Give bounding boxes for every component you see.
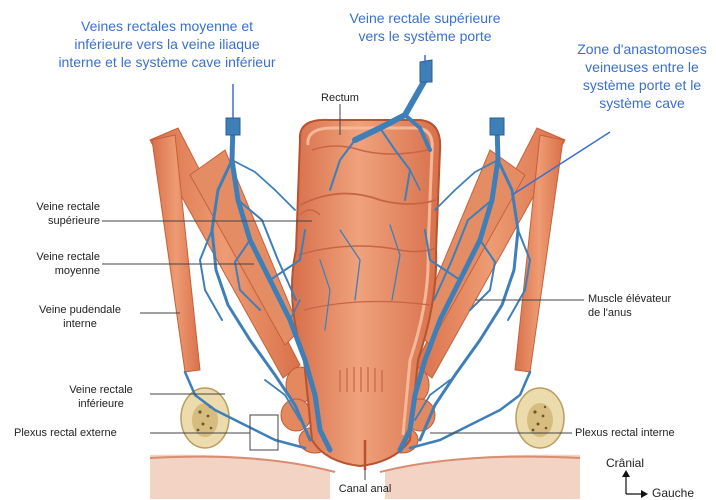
label-line: supérieure (20, 214, 100, 228)
right-blue-annotation: Zone d'anastomoses veineuses entre le sy… (568, 40, 716, 112)
label-muscle-elevateur-anus: Muscle élévateur de l'anus (588, 292, 671, 320)
label-line: inférieure (55, 397, 147, 411)
right-blue-annotation-line-1: Zone d'anastomoses (568, 40, 716, 58)
perineum-skin (150, 455, 330, 499)
label-rectum: Rectum (305, 91, 375, 105)
perineum-skin-right (385, 455, 580, 499)
label-plexus-rectal-externe: Plexus rectal externe (14, 426, 117, 440)
orientation-compass (622, 470, 648, 498)
label-line: de l'anus (588, 306, 671, 320)
center-blue-annotation-line-2: vers le système porte (330, 27, 520, 45)
label-line: Muscle élévateur (588, 292, 671, 306)
label-line: Veine pudendale (25, 303, 135, 317)
label-line: interne (25, 317, 135, 331)
label-canal-anal: Canal anal (325, 482, 405, 496)
label-line: Veine rectale (55, 383, 147, 397)
label-line: Veine rectale (20, 250, 100, 264)
label-line: moyenne (20, 264, 100, 278)
label-plexus-rectal-interne: Plexus rectal interne (575, 426, 675, 440)
label-veine-rectale-inferieure: Veine rectale inférieure (55, 383, 147, 411)
left-blue-annotation-line-1: Veines rectales moyenne et (32, 17, 302, 35)
center-blue-annotation-line-1: Veine rectale supérieure (330, 9, 520, 27)
left-blue-annotation-line-2: inférieure vers la veine iliaque (32, 35, 302, 53)
label-veine-pudendale-interne: Veine pudendale interne (25, 303, 135, 331)
orientation-gauche-label: Gauche (652, 486, 694, 500)
label-veine-rectale-superieure: Veine rectale supérieure (20, 200, 100, 228)
right-blue-annotation-line-3: système porte et le (568, 76, 716, 94)
orientation-cranial-label: Crânial (606, 456, 644, 470)
label-veine-rectale-moyenne: Veine rectale moyenne (20, 250, 100, 278)
label-line: Veine rectale (20, 200, 100, 214)
left-blue-annotation: Veines rectales moyenne et inférieure ve… (32, 17, 302, 71)
right-blue-annotation-line-4: système cave (568, 94, 716, 112)
center-blue-annotation: Veine rectale supérieure vers le système… (330, 9, 520, 45)
right-blue-annotation-line-2: veineuses entre le (568, 58, 716, 76)
left-blue-annotation-line-3: interne et le système cave inférieur (32, 53, 302, 71)
